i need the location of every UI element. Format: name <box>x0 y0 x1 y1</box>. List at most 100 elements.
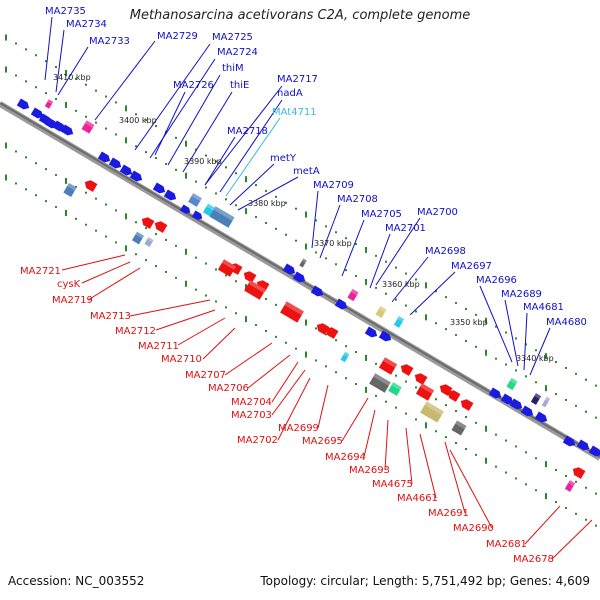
track-dot <box>225 274 227 277</box>
gene-label[interactable]: MA2724 <box>217 47 258 58</box>
gene-label[interactable]: MA2712 <box>115 326 156 337</box>
gene-label[interactable]: MA2713 <box>90 311 131 322</box>
gene-label[interactable]: MA2734 <box>66 19 107 30</box>
track-dot <box>25 188 27 191</box>
gene-label[interactable]: metY <box>270 153 297 164</box>
track-dot <box>515 477 517 480</box>
track-dot <box>245 176 247 183</box>
gene-box <box>564 480 576 492</box>
gene-box <box>451 420 467 436</box>
track-dot <box>425 314 427 321</box>
gene-label[interactable]: MA2708 <box>337 194 378 205</box>
leader-line <box>155 309 216 331</box>
reverse-gene-arrow <box>243 271 257 283</box>
gene-label[interactable]: MA2702 <box>237 435 278 446</box>
track-dot <box>375 286 377 289</box>
gene-label[interactable]: MA2697 <box>451 261 492 272</box>
gene-label[interactable]: MA2721 <box>20 266 61 277</box>
gene-label[interactable]: MA2709 <box>313 180 354 191</box>
track-dot <box>105 95 107 98</box>
gene-label[interactable]: MA2691 <box>428 508 469 519</box>
gene-label[interactable]: MA2690 <box>453 523 494 534</box>
forward-gene-arrow <box>588 445 600 457</box>
gene-label[interactable]: thiE <box>230 80 249 91</box>
track-dot <box>145 259 147 262</box>
gene-label[interactable]: MA2689 <box>501 289 542 300</box>
gene-label[interactable]: MA2706 <box>208 383 249 394</box>
leader-line <box>182 91 233 173</box>
leader-line <box>391 256 429 303</box>
track-dot <box>265 189 267 192</box>
track-dot <box>205 186 207 189</box>
gene-label[interactable]: MA2704 <box>231 397 272 408</box>
gene-label[interactable]: MA2733 <box>89 36 130 47</box>
track-dot <box>35 86 37 89</box>
kbp-label: 3400 kbp <box>119 116 157 125</box>
track-dot <box>595 384 597 387</box>
track-dot <box>275 227 277 230</box>
gene-label[interactable]: MA2729 <box>157 31 198 42</box>
leader-line <box>529 327 551 376</box>
track-dot <box>435 290 437 293</box>
accession-text: Accession: NC_003552 <box>8 574 145 588</box>
gene-label[interactable]: MA2703 <box>231 410 272 421</box>
gene-label[interactable]: metA <box>293 166 320 177</box>
gene-label[interactable]: MA2710 <box>161 354 202 365</box>
gene-label[interactable]: thiM <box>222 63 244 74</box>
gene-label[interactable]: MA2707 <box>185 370 226 381</box>
track-dot <box>295 347 297 350</box>
gene-label[interactable]: MA2711 <box>138 341 179 352</box>
gene-label[interactable]: MA2698 <box>425 246 466 257</box>
track-dot <box>245 208 247 215</box>
track-dot <box>595 416 597 419</box>
track-dot <box>555 469 557 472</box>
gene-label[interactable]: MA4680 <box>546 317 587 328</box>
gene-label[interactable]: MA2678 <box>513 554 554 565</box>
leader-line <box>551 519 593 560</box>
gene-label[interactable]: MA4681 <box>523 302 564 313</box>
gene-label[interactable]: MA2695 <box>302 436 343 447</box>
track-dot <box>225 198 227 201</box>
gene-label[interactable]: MA2718 <box>227 126 268 137</box>
gene-features <box>16 98 600 492</box>
reverse-gene-arrow <box>84 180 98 192</box>
gene-label[interactable]: MA2693 <box>349 465 390 476</box>
track-dot <box>355 243 357 246</box>
forward-gene-arrow <box>129 170 143 182</box>
track-dot <box>75 109 77 112</box>
gene-label[interactable]: cysK <box>57 279 81 290</box>
track-dot <box>505 439 507 442</box>
gene-label[interactable]: MA2694 <box>325 452 366 463</box>
gene-label[interactable]: MA2719 <box>52 295 93 306</box>
gene-label[interactable]: MA2701 <box>385 223 426 234</box>
gene-label[interactable]: MA2726 <box>173 80 214 91</box>
track-dot <box>465 415 467 418</box>
track-dot <box>425 282 427 289</box>
gene-label[interactable]: MA2696 <box>476 275 517 286</box>
forward-gene-arrow <box>292 271 306 283</box>
reverse-gene-arrow <box>154 221 168 233</box>
gene-label[interactable]: MA2700 <box>417 207 458 218</box>
track-dot <box>15 150 17 153</box>
gene-label[interactable]: MA4675 <box>372 479 413 490</box>
gene-label[interactable]: MA2705 <box>361 209 402 220</box>
gene-label[interactable]: MA4661 <box>397 493 438 504</box>
track-dot <box>115 133 117 136</box>
leader-line <box>277 377 311 441</box>
gene-label[interactable]: MA2725 <box>212 32 253 43</box>
forward-gene-arrow <box>108 157 122 169</box>
track-dot <box>515 337 517 340</box>
gene-label[interactable]: MAt4711 <box>272 107 317 118</box>
track-dot <box>345 345 347 348</box>
gene-label[interactable]: MA2735 <box>45 6 86 17</box>
gene-label[interactable]: MA2717 <box>277 74 318 85</box>
track-dot <box>445 436 447 439</box>
gene-label[interactable]: nadA <box>277 88 303 99</box>
track-dot <box>545 385 547 392</box>
gene-label[interactable]: MA2681 <box>486 539 527 550</box>
track-dot <box>65 101 67 108</box>
gene-label[interactable]: MA2699 <box>278 423 319 434</box>
track-dot <box>565 506 567 509</box>
track-dot <box>245 316 247 323</box>
gene-box <box>203 203 215 217</box>
